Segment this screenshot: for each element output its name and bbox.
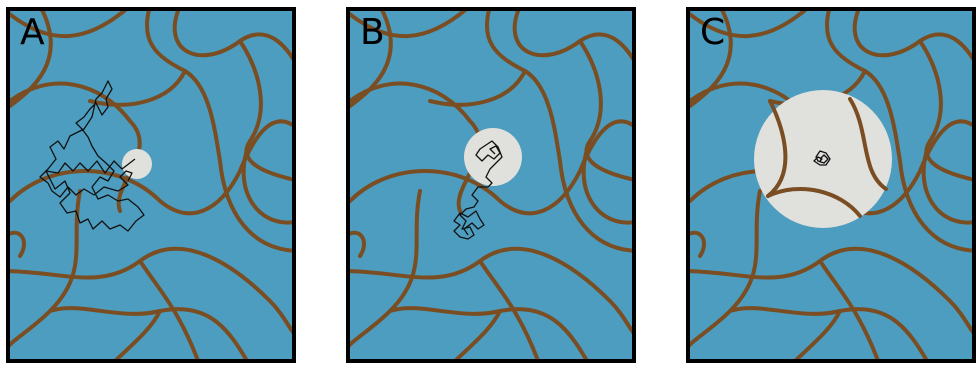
panel-a: A [6,7,296,363]
particle-trajectory [39,80,145,232]
particle-circle [122,149,152,179]
panel-c: C [686,7,976,363]
network-diagram-c [690,11,972,359]
panel-label-a: A [20,12,45,53]
particle-trajectory [453,140,503,240]
panel-label-b: B [360,12,385,53]
panel-label-c: C [700,12,726,53]
fiber-network-over-circle [766,97,888,218]
fiber-network [350,11,632,359]
panel-b: B [346,7,636,363]
network-diagram-b [350,11,632,359]
particle-trajectory [813,150,831,166]
network-diagram-a [10,11,292,359]
fiber-network [10,11,292,359]
particle-circle [464,128,522,186]
particle-circle [754,90,892,228]
fiber-network [690,11,972,359]
